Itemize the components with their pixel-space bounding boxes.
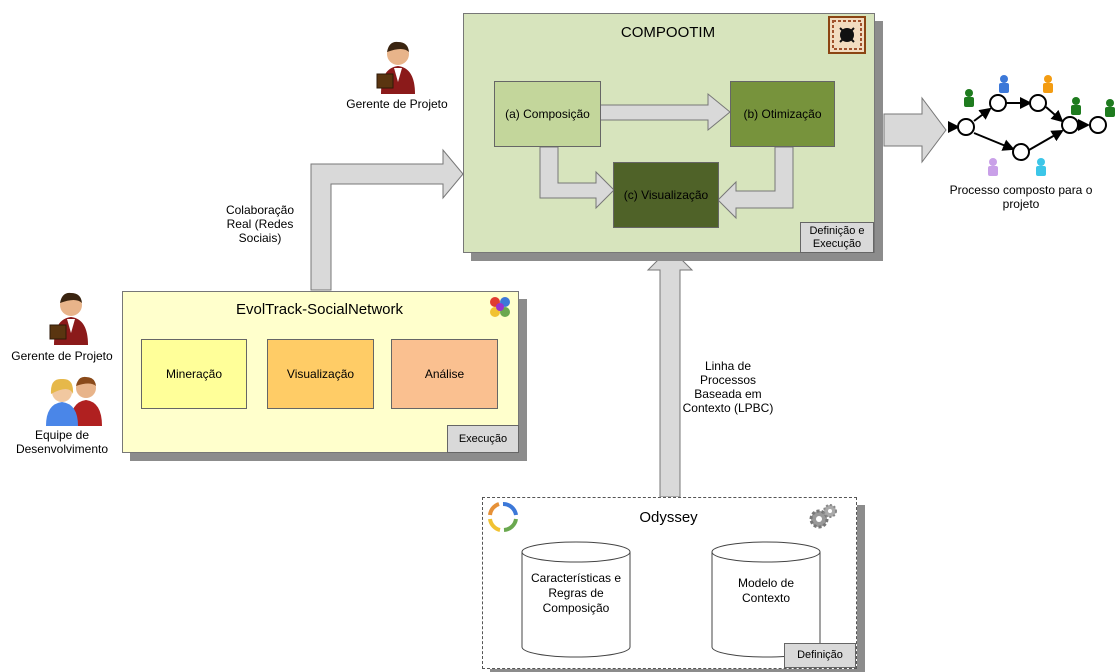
colaboracao-arrow (310, 148, 464, 291)
process-node (1012, 143, 1030, 161)
arrow-a-to-c (539, 146, 615, 210)
mineracao-box: Mineração (141, 339, 247, 409)
gerente-left-label: Gerente de Projeto (11, 349, 113, 363)
db-contexto-label: Modelo de Contexto (737, 576, 795, 605)
compootim-tag: Definição e Execução (800, 222, 874, 253)
gear-icon (808, 502, 838, 530)
team-icon (44, 372, 106, 426)
arrow-a-to-b (599, 92, 731, 132)
person-icon-purple (988, 158, 998, 176)
output-arrow (883, 96, 947, 164)
process-node (1089, 116, 1107, 134)
composicao-box: (a) Composição (494, 81, 601, 147)
odyssey-title: Odyssey (639, 509, 698, 526)
process-node (957, 118, 975, 136)
odyssey-cycle-icon (487, 501, 519, 533)
person-icon-blue (999, 75, 1009, 93)
evoltrack-title: EvolTrack-SocialNetwork (236, 301, 403, 318)
lpbc-arrow (646, 247, 694, 498)
odyssey-tag: Definição (784, 643, 856, 668)
colaboracao-label: Colaboração Real (Redes Sociais) (225, 203, 295, 245)
process-node (989, 94, 1007, 112)
person-icon-green-2 (1071, 97, 1081, 115)
equipe-label: Equipe de Desenvolvimento (15, 428, 109, 456)
compootim-title: COMPOOTIM (620, 24, 716, 41)
gerente-top-label: Gerente de Projeto (346, 97, 448, 111)
processo-label: Processo composto para o projeto (949, 183, 1093, 211)
visualizacao-c-box: (c) Visualização (613, 162, 719, 228)
db-caracteristicas-label: Características e Regras de Composição (530, 571, 622, 615)
person-icon-cyan (1036, 158, 1046, 176)
compootim-logo-icon (828, 16, 866, 54)
process-node (1029, 94, 1047, 112)
analise-box: Análise (391, 339, 498, 409)
person-icon-orange (1043, 75, 1053, 93)
person-icon-green-1 (964, 89, 974, 107)
linha-label: Linha de Processos Baseada em Contexto (… (682, 359, 774, 415)
otimizacao-box: (b) Otimização (730, 81, 835, 147)
visualizacao-box: Visualização (267, 339, 374, 409)
person-icon-green-3 (1105, 99, 1115, 117)
manager-icon-left (48, 289, 94, 345)
evoltrack-tag: Execução (447, 425, 519, 453)
database-icon-contexto (711, 541, 821, 658)
evoltrack-logo-icon (487, 294, 513, 320)
arrow-b-to-c (717, 146, 794, 220)
manager-icon-top (375, 38, 421, 94)
database-icon-caracteristicas (521, 541, 631, 658)
process-node (1061, 116, 1079, 134)
